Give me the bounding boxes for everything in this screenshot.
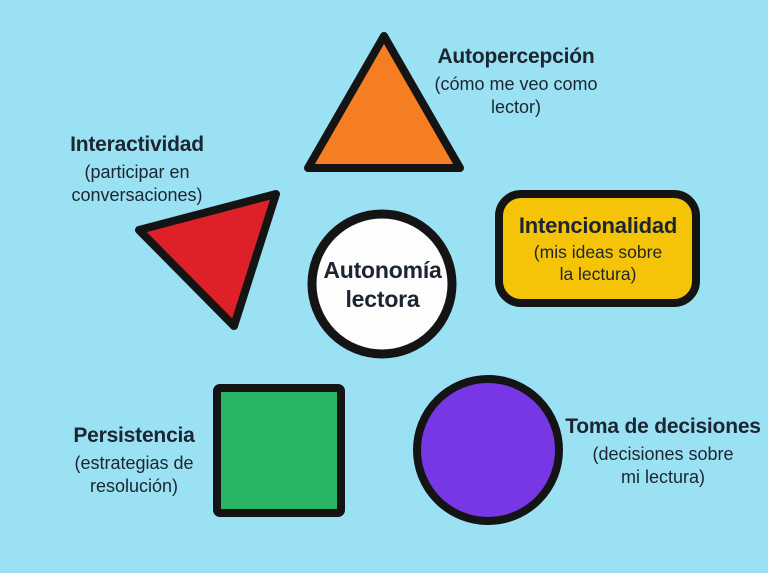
autonomia-lectora-circle-shape (307, 209, 457, 359)
toma-de-decisiones-title: Toma de decisiones (565, 415, 761, 438)
autopercepcion-triangle-shape (304, 32, 464, 172)
interactividad-label: Interactividad (participar en conversaci… (27, 132, 247, 207)
autonomia-lectora-line1: Autonomía (323, 256, 442, 283)
autopercepcion-subtitle: (cómo me veo como lector) (406, 73, 626, 119)
toma-de-decisiones-circle-shape (413, 375, 563, 525)
toma-de-decisiones-subtitle: (decisiones sobre mi lectura) (553, 443, 768, 489)
intencionalidad-subtitle: (mis ideas sobre la lectura) (534, 241, 662, 285)
autopercepcion-title: Autopercepción (437, 45, 595, 68)
interactividad-subtitle-line1: (participar en (84, 162, 190, 182)
toma-de-decisiones-subtitle-line1: (decisiones sobre (592, 444, 734, 464)
intencionalidad-rounded-rect-shape (495, 190, 700, 307)
autopercepcion-subtitle-line1: (cómo me veo como (434, 74, 598, 94)
persistencia-label: Persistencia (estrategias de resolución) (24, 423, 244, 498)
autopercepcion-subtitle-line2: lector) (490, 97, 541, 117)
autonomia-lectora-line2: lectora (345, 285, 420, 312)
interactividad-subtitle: (participar en conversaciones) (27, 161, 247, 207)
persistencia-square-shape (213, 384, 345, 517)
persistencia-subtitle-line2: resolución) (89, 476, 179, 496)
persistencia-title: Persistencia (73, 424, 195, 447)
interactividad-subtitle-line2: conversaciones) (71, 185, 203, 205)
persistencia-subtitle: (estrategias de resolución) (24, 452, 244, 498)
intencionalidad-title: Intencionalidad (518, 212, 678, 238)
persistencia-subtitle-line1: (estrategias de (74, 453, 194, 473)
interactividad-triangle-shape (135, 190, 280, 330)
autopercepcion-label: Autopercepción (cómo me veo como lector) (406, 44, 626, 119)
interactividad-title: Interactividad (70, 133, 204, 156)
intencionalidad-subtitle-line2: la lectura) (559, 263, 637, 284)
toma-de-decisiones-label: Toma de decisiones (decisiones sobre mi … (553, 414, 768, 489)
autonomia-lectora-label: Autonomía lectora (310, 212, 455, 357)
intencionalidad-label: Intencionalidad (mis ideas sobre la lect… (497, 192, 699, 305)
intencionalidad-subtitle-line1: (mis ideas sobre (533, 241, 663, 262)
toma-de-decisiones-subtitle-line2: mi lectura) (620, 467, 705, 487)
